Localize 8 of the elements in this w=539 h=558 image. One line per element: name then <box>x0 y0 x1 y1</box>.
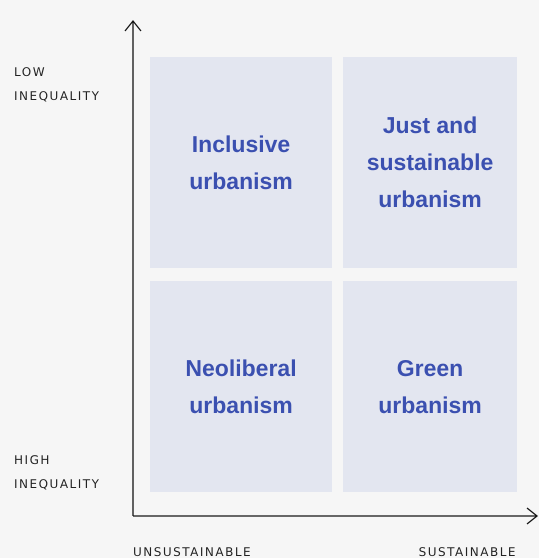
axis-label: UNSUSTAINABLE <box>133 544 252 558</box>
quadrant-title: Inclusive urbanism <box>188 130 294 196</box>
quadrant-title: Neoliberal urbanism <box>184 354 298 420</box>
axis-label: LOW INEQUALITY <box>14 64 102 105</box>
quadrant-title: Just and sustainable urbanism <box>366 111 494 214</box>
quadrant-title: Green urbanism <box>377 354 483 420</box>
axis-label: SUSTAINABLE <box>418 544 517 558</box>
axis-label: HIGH INEQUALITY <box>14 452 102 493</box>
